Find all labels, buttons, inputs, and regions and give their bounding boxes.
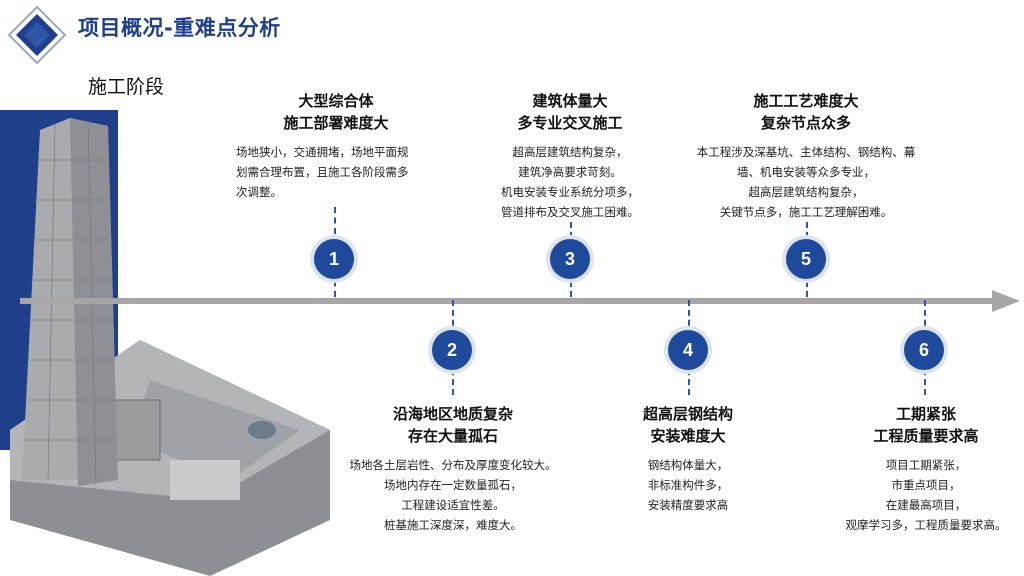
page-title: 项目概况-重难点分析 [78,16,281,40]
logo-diamond-icon [7,5,67,65]
point-6-desc: 项目工期紧张， 市重点项目， 在建最高项目， 观摩学习多，工程质量要求高。 [845,458,1007,532]
point-3: 建筑体量大 多专业交叉施工 超高层建筑结构复杂， 建筑净高要求苛刻。 机电安装专… [470,90,670,222]
point-1-desc: 场地狭小，交通拥堵，场地平面规 划需合理布置，且施工各阶段需多 次调整。 [236,145,409,199]
point-5-desc: 本工程涉及深基坑、主体结构、钢结构、幕 墙、机电安装等众多专业， 超高层建筑结构… [696,145,916,219]
point-4-desc: 钢结构体量大， 非标准构件多， 安装精度要求高 [647,458,729,512]
marker-5: 5 [786,239,826,279]
marker-6: 6 [904,330,944,370]
building-illustration [0,110,330,576]
point-5: 施工工艺难度大 复杂节点众多 本工程涉及深基坑、主体结构、钢结构、幕 墙、机电安… [680,90,932,222]
point-2: 沿海地区地质复杂 存在大量孤石 场地各土层岩性、分布及厚度变化较大。 场地内存在… [340,403,566,535]
point-4-title: 超高层钢结构 安装难度大 [642,405,733,445]
point-4: 超高层钢结构 安装难度大 钢结构体量大， 非标准构件多， 安装精度要求高 [610,403,766,515]
marker-1: 1 [314,239,354,279]
point-6-title: 工期紧张 工程质量要求高 [873,405,979,445]
point-2-desc: 场地各土层岩性、分布及厚度变化较大。 场地内存在一定数量孤石， 工程建设适宜性差… [349,458,557,532]
point-1: 大型综合体 施工部署难度大 场地狭小，交通拥堵，场地平面规 划需合理布置，且施工… [236,90,436,202]
timeline-axis [20,290,1020,312]
marker-4: 4 [668,330,708,370]
point-3-desc: 超高层建筑结构复杂， 建筑净高要求苛刻。 机电安装专业系统分项多， 管道排布及交… [501,145,639,219]
point-1-title: 大型综合体 施工部署难度大 [283,92,389,132]
point-3-title: 建筑体量大 多专业交叉施工 [517,92,623,132]
point-5-title: 施工工艺难度大 复杂节点众多 [753,92,859,132]
point-2-title: 沿海地区地质复杂 存在大量孤石 [392,405,513,445]
marker-3: 3 [550,239,590,279]
stage-label: 施工阶段 [88,76,165,98]
marker-2: 2 [432,330,472,370]
point-6: 工期紧张 工程质量要求高 项目工期紧张， 市重点项目， 在建最高项目， 观摩学习… [828,403,1024,535]
